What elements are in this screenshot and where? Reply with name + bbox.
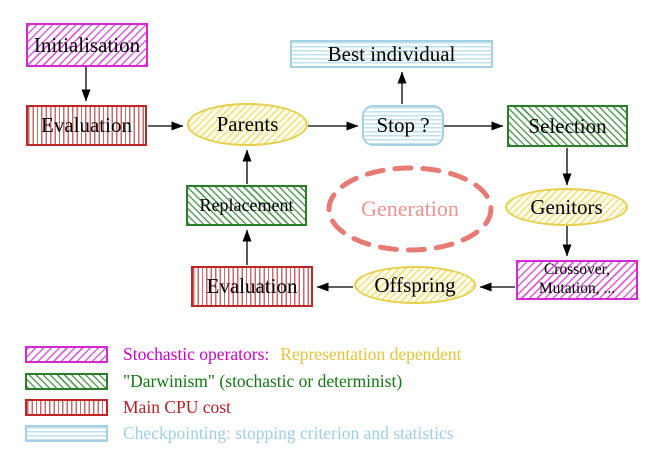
legend-row-stochastic-operators: Stochastic operators: Representation dep… bbox=[25, 344, 462, 364]
node-replacement: Replacement bbox=[186, 185, 307, 226]
node-parents: Parents bbox=[187, 103, 308, 146]
node-evaluation-top-label: Evaluation bbox=[41, 113, 132, 137]
node-best-individual-label: Best individual bbox=[327, 41, 456, 66]
node-genitors: Genitors bbox=[505, 188, 628, 226]
node-stop: Stop ? bbox=[362, 105, 444, 146]
node-selection-label: Selection bbox=[528, 113, 607, 138]
node-evaluation-bottom: Evaluation bbox=[191, 266, 313, 307]
legend-label-checkpointing: Checkpointing: stopping criterion and st… bbox=[123, 423, 454, 443]
legend-row-checkpointing: Checkpointing: stopping criterion and st… bbox=[25, 423, 454, 443]
legend-row-main-cpu-cost: Main CPU cost bbox=[25, 397, 231, 417]
node-crossover-mutation: Crossover, Mutation, ... bbox=[516, 260, 638, 300]
node-offspring: Offspring bbox=[354, 266, 476, 304]
legend-swatch-main-cpu-cost bbox=[25, 399, 108, 416]
node-best-individual: Best individual bbox=[290, 40, 493, 68]
node-evaluation-top: Evaluation bbox=[26, 105, 147, 146]
node-genitors-label: Genitors bbox=[530, 194, 603, 219]
node-evaluation-bottom-label: Evaluation bbox=[206, 274, 298, 298]
node-selection: Selection bbox=[507, 105, 628, 147]
legend-row-darwinism: "Darwinism" (stochastic or determinist) bbox=[25, 371, 403, 391]
node-crossover-line1: Crossover, bbox=[543, 261, 611, 279]
generation-cycle-label: Generation bbox=[329, 195, 491, 223]
legend-label-main-cpu-cost: Main CPU cost bbox=[123, 397, 231, 417]
node-initialisation-label: Initialisation bbox=[33, 32, 141, 57]
node-crossover-line2: Mutation, ... bbox=[538, 280, 616, 297]
legend-label-stochastic-operators: Stochastic operators: bbox=[123, 344, 270, 364]
legend-label-darwinism: "Darwinism" (stochastic or determinist) bbox=[123, 371, 403, 391]
legend-swatch-checkpointing bbox=[25, 425, 108, 442]
node-initialisation: Initialisation bbox=[26, 23, 148, 67]
node-offspring-label: Offspring bbox=[374, 272, 456, 297]
node-parents-label: Parents bbox=[216, 112, 279, 136]
node-stop-label: Stop ? bbox=[376, 113, 430, 137]
generation-text: Generation bbox=[361, 196, 459, 221]
node-replacement-label: Replacement bbox=[199, 195, 294, 215]
legend-swatch-darwinism bbox=[25, 373, 108, 390]
generation-cycle-ellipse bbox=[326, 165, 494, 253]
legend-swatch-stochastic-operators bbox=[25, 346, 108, 363]
legend-label-representation-dependent: Representation dependent bbox=[280, 344, 462, 364]
